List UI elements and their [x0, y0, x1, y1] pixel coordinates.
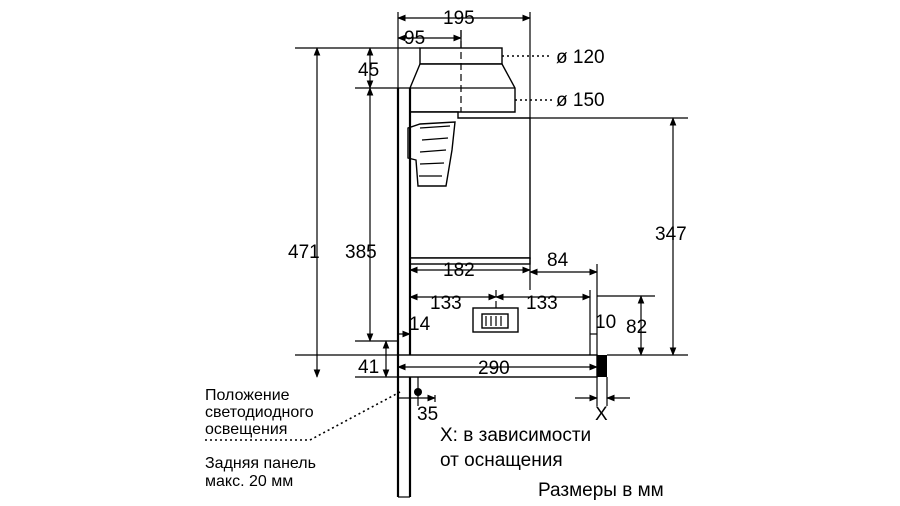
- dim-182: 182: [443, 260, 475, 281]
- dim-84: 84: [547, 250, 569, 271]
- note-panel-line1: Задняя панель: [205, 455, 316, 472]
- dim-10: 10: [595, 312, 616, 333]
- dim-133-right: 133: [526, 293, 558, 314]
- dim-347: 347: [655, 224, 687, 245]
- dimension-lines: [205, 12, 688, 441]
- dim-45: 45: [358, 60, 379, 81]
- note-panel-line2: макс. 20 мм: [205, 473, 293, 490]
- dim-290: 290: [478, 358, 510, 379]
- note-x-line1: X: в зависимости: [440, 425, 591, 446]
- dim-14: 14: [409, 314, 431, 335]
- dim-x: X: [595, 404, 608, 425]
- diameter-120: ø 120: [556, 47, 605, 68]
- dimension-labels: 195 95 45 471 385 347 182 84 133 133 14 …: [288, 8, 687, 425]
- diameter-150: ø 150: [556, 90, 605, 111]
- dim-82: 82: [626, 317, 647, 338]
- dim-471: 471: [288, 242, 320, 263]
- dim-385: 385: [345, 242, 377, 263]
- dim-41: 41: [358, 357, 379, 378]
- note-units: Размеры в мм: [538, 480, 664, 501]
- dim-95: 95: [404, 28, 425, 49]
- notes: Положение светодиодного освещения Задняя…: [205, 387, 664, 501]
- front-strip: [597, 355, 607, 377]
- hood-outline: [396, 30, 607, 498]
- dim-195: 195: [443, 8, 475, 29]
- note-x-line2: от оснащения: [440, 450, 563, 471]
- dim-35: 35: [417, 404, 438, 425]
- note-led-line3: освещения: [205, 421, 287, 438]
- dim-133-left: 133: [430, 293, 462, 314]
- note-led-line2: светодиодного: [205, 404, 314, 421]
- note-led-line1: Положение: [205, 387, 290, 404]
